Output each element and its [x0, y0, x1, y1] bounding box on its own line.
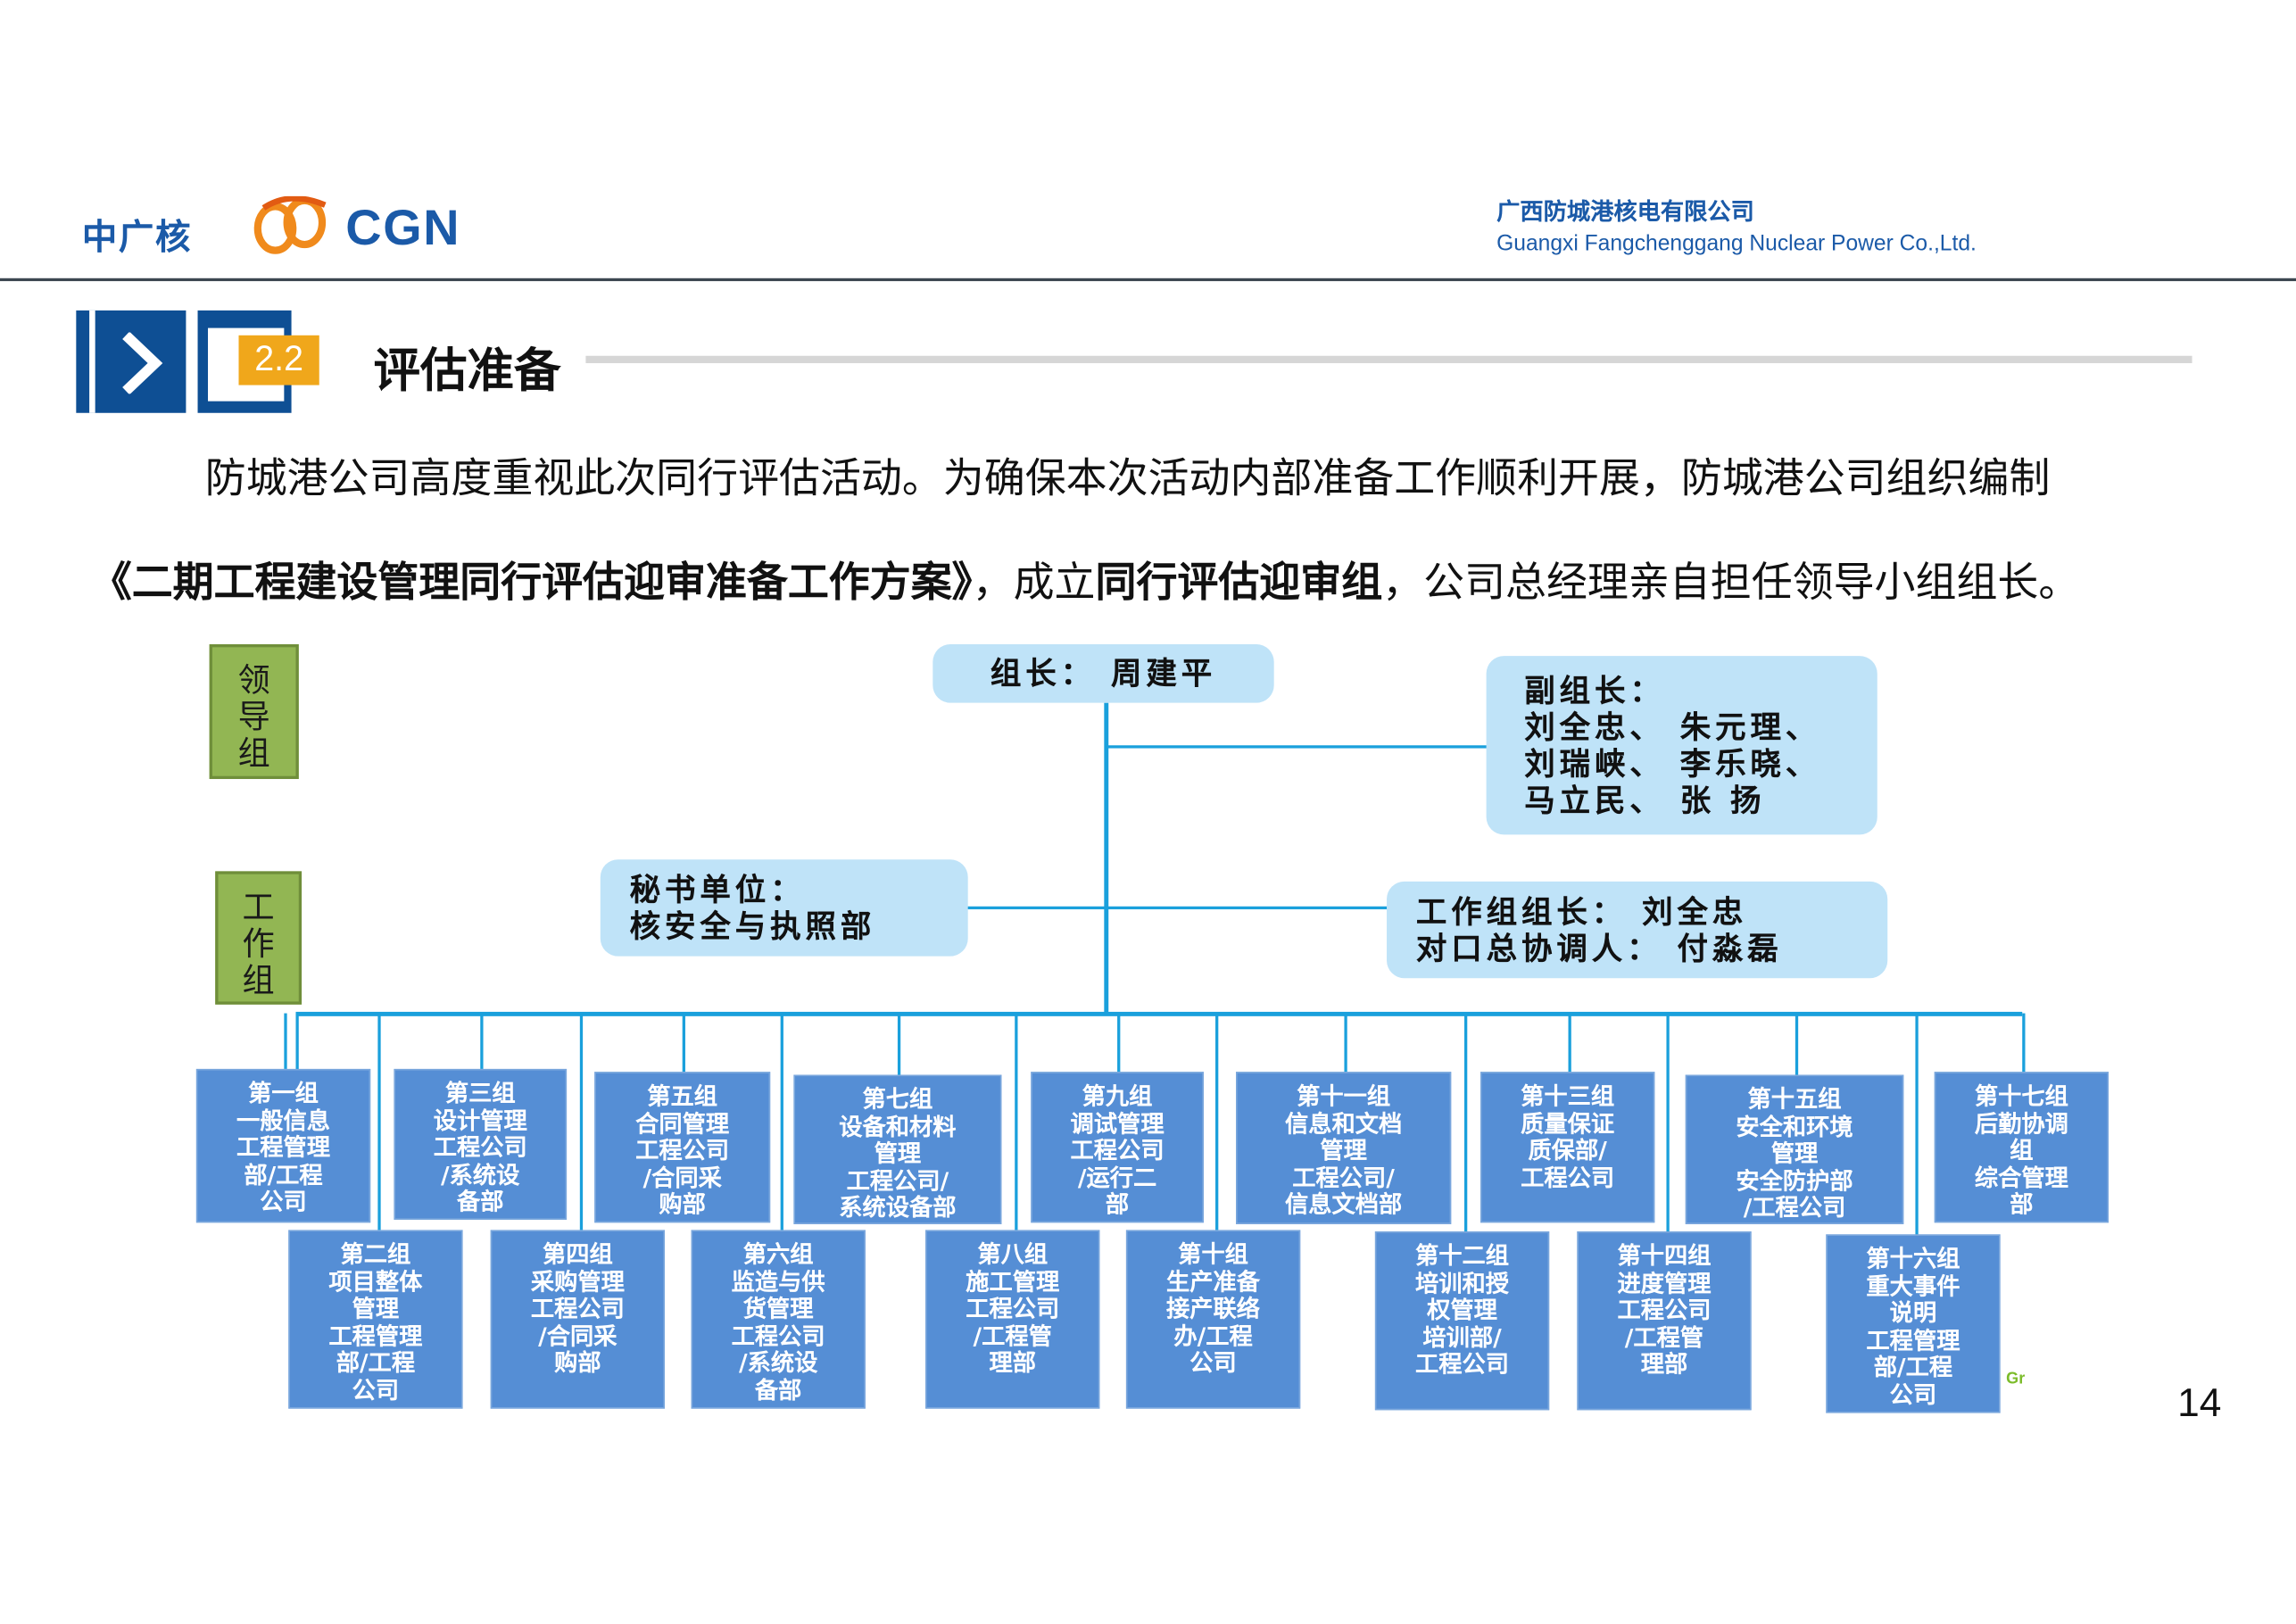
work-group-box: 第十四组 进度管理 工程公司 /工程管 理部 [1577, 1231, 1752, 1411]
work-group-box: 第十六组 重大事件 说明 工程管理 部/工程 公司 [1826, 1234, 2001, 1413]
connector [1666, 1013, 1670, 1232]
secretary-unit: 核安全与执照部 [629, 909, 876, 945]
connector [682, 1013, 685, 1073]
section-marker-chevron [76, 310, 186, 413]
chevron-right-icon [122, 332, 163, 394]
secretary-label: 秘书单位： [629, 873, 806, 908]
work-group-tag: 工 作 组 [215, 871, 303, 1005]
company-name-en: Guangxi Fangchenggang Nuclear Power Co.,… [1496, 231, 1977, 257]
work-group-box: 第十三组 质量保证 质保部/ 工程公司 [1480, 1072, 1655, 1223]
connector [966, 906, 1388, 910]
deputy-names: 马立民、 张 扬 [1524, 783, 1766, 819]
plan-title: 《二期工程建设管理同行评估迎审准备工作方案》 [90, 559, 973, 605]
footer-fragment: Gr [2006, 1370, 2026, 1388]
work-group-box: 第一组 一般信息 工程管理 部/工程 公司 [195, 1068, 371, 1223]
paragraph-line-1: 防城港公司高度重视此次同行评估活动。为确保本次活动内部准备工作顺利开展，防城港公… [204, 455, 2051, 501]
logo-en-text: CGN [345, 200, 461, 257]
leader-box: 组长： 周建平 [932, 644, 1274, 703]
work-group-box: 第二组 项目整体 管理 工程管理 部/工程 公司 [288, 1230, 463, 1409]
work-group-box: 第六组 监造与供 货管理 工程公司 /系统设 备部 [691, 1230, 866, 1409]
work-group-box: 第八组 施工管理 工程公司 /工程管 理部 [925, 1230, 1100, 1409]
coordinator: 对口总协调人： 付淼磊 [1415, 931, 1783, 967]
connector [1464, 1013, 1468, 1232]
work-group-box: 第五组 合同管理 工程公司 /合同采 购部 [594, 1072, 771, 1223]
cgn-logo-icon [253, 195, 327, 254]
secretary-box: 秘书单位： 核安全与执照部 [600, 859, 968, 957]
work-group-box: 第三组 设计管理 工程公司 /系统设 备部 [394, 1068, 568, 1220]
text: ，公司总经理亲自担任领导小组组长。 [1382, 559, 2080, 605]
connector [1795, 1013, 1799, 1075]
group-name: 同行评估迎审组 [1095, 559, 1383, 605]
connector [897, 1013, 901, 1075]
connector [780, 1013, 783, 1230]
connector [2022, 1013, 2026, 1073]
connector [284, 1013, 287, 1069]
work-group-box: 第十一组 信息和文档 管理 工程公司/ 信息文档部 [1236, 1072, 1452, 1224]
connector-bus [295, 1011, 2023, 1016]
connector [480, 1013, 484, 1069]
company-name-cn: 广西防城港核电有限公司 [1496, 200, 1754, 226]
work-lead-box: 工作组组长： 刘全忠 对口总协调人： 付淼磊 [1387, 881, 1888, 979]
logo-cn-text: 中广核 [81, 218, 192, 258]
deputy-names: 刘全忠、 朱元理、 [1524, 709, 1821, 746]
section-title: 评估准备 [373, 344, 561, 397]
connector [1215, 1013, 1219, 1230]
text: ，成立 [972, 559, 1096, 605]
connector [295, 1013, 299, 1071]
connector [1015, 1013, 1018, 1230]
deputy-names: 刘瑞峡、 李乐晓、 [1524, 746, 1821, 783]
work-group-leader: 工作组组长： 刘全忠 [1415, 894, 1748, 931]
connector [1568, 1013, 1571, 1073]
deputy-label: 副组长： [1524, 673, 1665, 709]
work-group-box: 第四组 采购管理 工程公司 /合同采 购部 [490, 1230, 666, 1409]
paragraph-line-2: 《二期工程建设管理同行评估迎审准备工作方案》，成立同行评估迎审组，公司总经理亲自… [91, 551, 2080, 609]
work-group-box: 第十二组 培训和授 权管理 培训部/ 工程公司 [1374, 1231, 1550, 1411]
work-group-box: 第十组 生产准备 接产联络 办/工程 公司 [1125, 1230, 1301, 1409]
work-group-box: 第十七组 后勤协调 组 综合管理 部 [1934, 1072, 2110, 1223]
deputy-box: 副组长： 刘全忠、 朱元理、 刘瑞峡、 李乐晓、 马立民、 张 扬 [1486, 656, 1877, 835]
section-number: 2.2 [238, 335, 319, 385]
connector [1104, 702, 1109, 1015]
header-divider [0, 278, 2296, 282]
work-group-box: 第九组 调试管理 工程公司 /运行二 部 [1031, 1072, 1204, 1223]
work-group-box: 第十五组 安全和环境 管理 安全防护部 /工程公司 [1685, 1074, 1904, 1224]
connector [1105, 745, 1489, 749]
lead-group-tag: 领 导 组 [209, 644, 299, 780]
connector [1117, 1013, 1121, 1073]
title-rule [585, 355, 2192, 363]
work-group-box: 第七组 设备和材料 管理 工程公司/ 系统设备部 [793, 1074, 1002, 1224]
page-number: 14 [2177, 1380, 2222, 1425]
connector [579, 1013, 584, 1230]
connector [1915, 1013, 1919, 1235]
connector [1344, 1013, 1347, 1073]
connector [377, 1013, 381, 1230]
